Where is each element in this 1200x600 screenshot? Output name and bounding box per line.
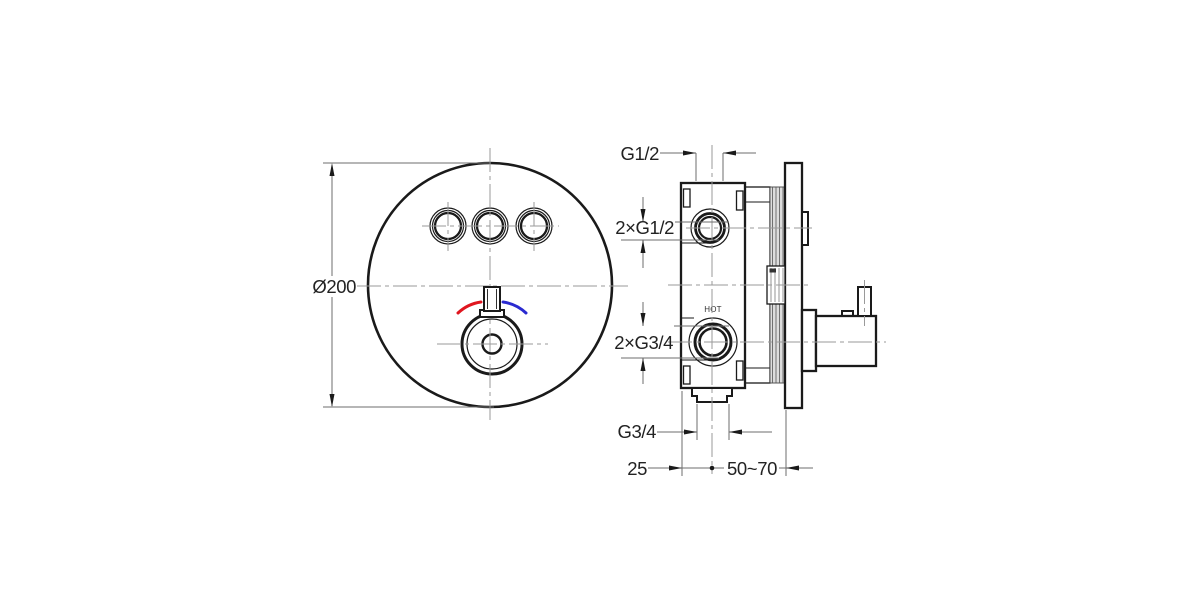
top-port-label: G1/2 <box>620 143 659 164</box>
diameter-label: Ø200 <box>312 276 356 297</box>
hot-direction-arc <box>456 300 483 315</box>
side-centerlines <box>668 145 886 474</box>
side-ports-label: 2×G1/2 <box>615 217 674 238</box>
dimension-diameter: Ø200 <box>312 162 494 408</box>
side-view: HOT <box>668 145 886 474</box>
bottom-ports-label: 2×G3/4 <box>614 332 673 353</box>
center-offset-label: 25 <box>627 458 647 479</box>
dimension-side-ports-g12: 2×G1/2 <box>615 197 729 268</box>
dimension-depth: 25 50~70 <box>627 391 813 479</box>
knob-lever <box>479 286 505 318</box>
lever-stem <box>483 286 501 312</box>
dimension-bottom-ports-g34: 2×G3/4 <box>614 302 729 384</box>
dimension-top-port: G1/2 <box>620 143 756 181</box>
front-centerlines <box>357 148 628 420</box>
front-view <box>357 148 628 420</box>
dimension-bottom-outlet: G3/4 <box>617 404 772 442</box>
mounting-slots <box>682 188 744 385</box>
mounting-depth-label: 50~70 <box>727 458 777 479</box>
handle-flange <box>800 308 818 373</box>
center-reference-dot <box>709 465 715 471</box>
wall-handle <box>800 286 878 373</box>
handle-body <box>814 314 878 368</box>
cold-direction-arc <box>501 300 528 315</box>
hot-marking: HOT <box>704 305 722 314</box>
bottom-outlet-spout <box>691 387 733 403</box>
bottom-outlet-label: G3/4 <box>617 421 656 442</box>
